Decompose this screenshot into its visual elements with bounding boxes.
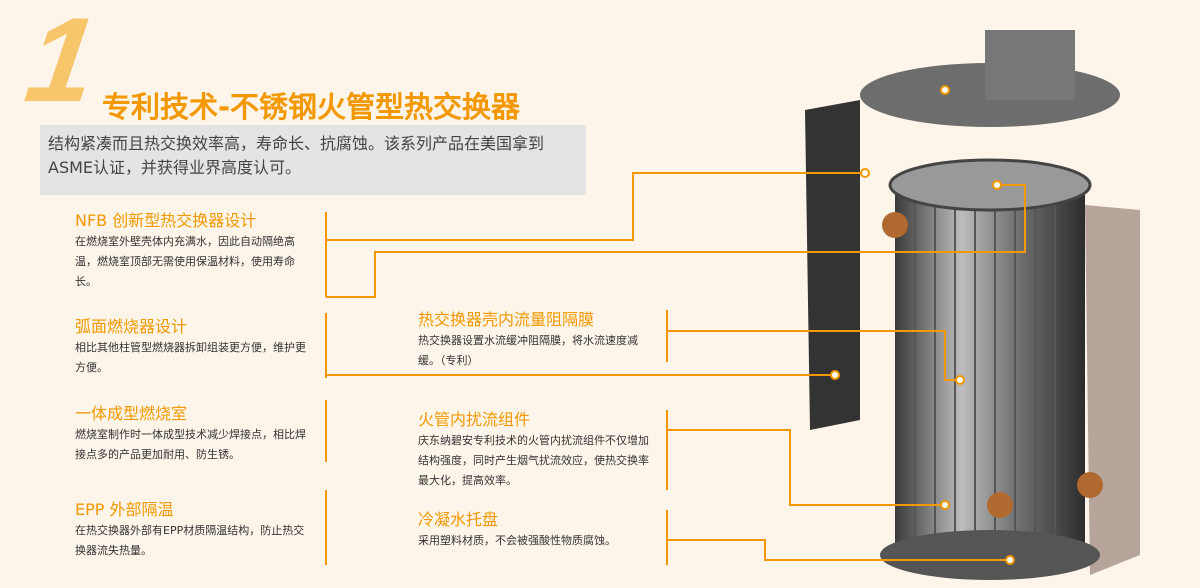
feature-desc: 热交换器设置水流缓冲阻隔膜，将水流速度减缓。（专利） bbox=[418, 334, 638, 367]
feature-desc: 相比其他柱管型燃烧器拆卸组装更方便，维护更方便。 bbox=[75, 341, 306, 374]
feature-desc: 在燃烧室外壁壳体内充满水，因此自动隔绝高温，燃烧室顶部无需使用保温材料，使用寿命… bbox=[75, 235, 295, 288]
feature-title: 弧面燃烧器设计 bbox=[75, 317, 188, 336]
page-title: 专利技术-不锈钢火管型热交换器 bbox=[102, 90, 521, 124]
intro-text: 结构紧凑而且热交换效率高，寿命长、抗腐蚀。该系列产品在美国拿到ASME认证，并获… bbox=[40, 125, 586, 195]
heat-exchanger-body bbox=[895, 185, 1085, 555]
feature-title: NFB 创新型热交换器设计 bbox=[75, 211, 257, 230]
feature-title: 冷凝水托盘 bbox=[418, 510, 499, 529]
feature-turbulator: 火管内扰流组件 庆东纳碧安专利技术的火管内扰流组件不仅增加结构强度，同时产生烟气… bbox=[418, 409, 658, 491]
feature-epp: EPP 外部隔温 在热交换器外部有EPP材质隔温结构，防止热交换器流失热量。 bbox=[75, 499, 315, 561]
feature-burner: 弧面燃烧器设计 相比其他柱管型燃烧器拆卸组装更方便，维护更方便。 bbox=[75, 316, 315, 378]
epp-insulation-left bbox=[805, 100, 860, 430]
feature-title: 热交换器壳内流量阻隔膜 bbox=[418, 310, 595, 329]
feature-desc: 在热交换器外部有EPP材质隔温结构，防止热交换器流失热量。 bbox=[75, 524, 305, 557]
feature-title: 火管内扰流组件 bbox=[418, 410, 531, 429]
feature-nfb: NFB 创新型热交换器设计 在燃烧室外壁壳体内充满水，因此自动隔绝高温，燃烧室顶… bbox=[75, 210, 315, 292]
feature-title: EPP 外部隔温 bbox=[75, 500, 174, 519]
feature-condensate-tray: 冷凝水托盘 采用塑料材质，不会被强酸性物质腐蚀。 bbox=[418, 509, 658, 551]
feature-desc: 庆东纳碧安专利技术的火管内扰流组件不仅增加结构强度，同时产生烟气扰流效应，使热交… bbox=[418, 434, 649, 487]
feature-desc: 采用塑料材质，不会被强酸性物质腐蚀。 bbox=[418, 534, 616, 547]
feature-flow-membrane: 热交换器壳内流量阻隔膜 热交换器设置水流缓冲阻隔膜，将水流速度减缓。（专利） bbox=[418, 309, 658, 371]
feature-title: 一体成型燃烧室 bbox=[75, 404, 188, 423]
epp-insulation-right bbox=[1085, 205, 1140, 575]
callout-lines bbox=[325, 172, 1026, 565]
feature-combustion-chamber: 一体成型燃烧室 燃烧室制作时一体成型技术减少焊接点，相比焊接点多的产品更加耐用、… bbox=[75, 403, 315, 465]
feature-desc: 燃烧室制作时一体成型技术减少焊接点，相比焊接点多的产品更加耐用、防生锈。 bbox=[75, 428, 306, 461]
